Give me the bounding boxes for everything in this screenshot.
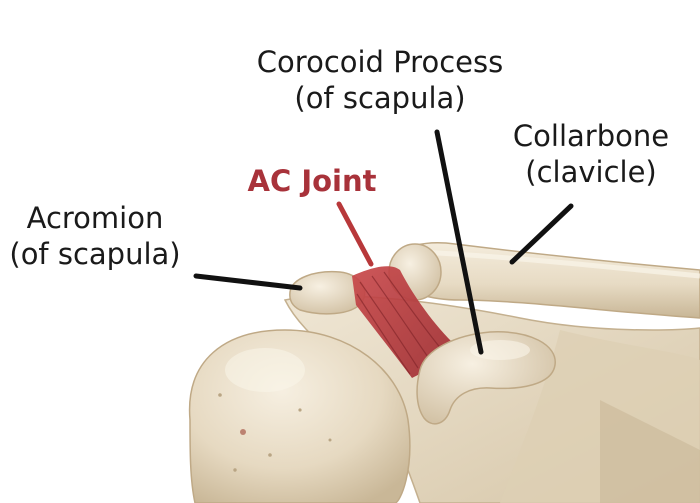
bone-pore-3 [268, 453, 272, 457]
scapula-shade [600, 400, 700, 503]
coracoid-process-label: Corocoid Process (of scapula) [230, 44, 530, 116]
humerus-highlight [225, 348, 305, 392]
acromion-label: Acromion (of scapula) [2, 200, 188, 272]
bone-pore-4 [328, 438, 332, 442]
ligament-fibers [356, 271, 443, 375]
ac-ligament [352, 266, 452, 378]
collarbone-label: Collarbone (clavicle) [486, 118, 696, 190]
ac-joint-pointer [336, 201, 374, 267]
acromion-label-line1: Acromion [26, 201, 164, 235]
ac-joint-label-line1: AC Joint [247, 164, 377, 198]
acromion-label-line2: (of scapula) [9, 237, 181, 271]
collarbone-label-line2: (clavicle) [525, 155, 657, 189]
coracoid-label-line1: Corocoid Process [256, 45, 504, 79]
coracoid-label-line2: (of scapula) [294, 81, 466, 115]
collarbone-pointer [509, 203, 574, 265]
coracoid-highlight [470, 340, 530, 360]
bone-spot [240, 429, 246, 435]
coracoid-pointer [434, 129, 484, 355]
acromion-pointer [193, 273, 303, 291]
bone-pore-2 [298, 408, 302, 412]
bone-pore-1 [218, 393, 222, 397]
clavicle-highlight [419, 249, 700, 279]
bone-pore-5 [233, 468, 237, 472]
collarbone-label-line1: Collarbone [512, 119, 670, 153]
ac-joint-label: AC Joint [232, 163, 392, 199]
